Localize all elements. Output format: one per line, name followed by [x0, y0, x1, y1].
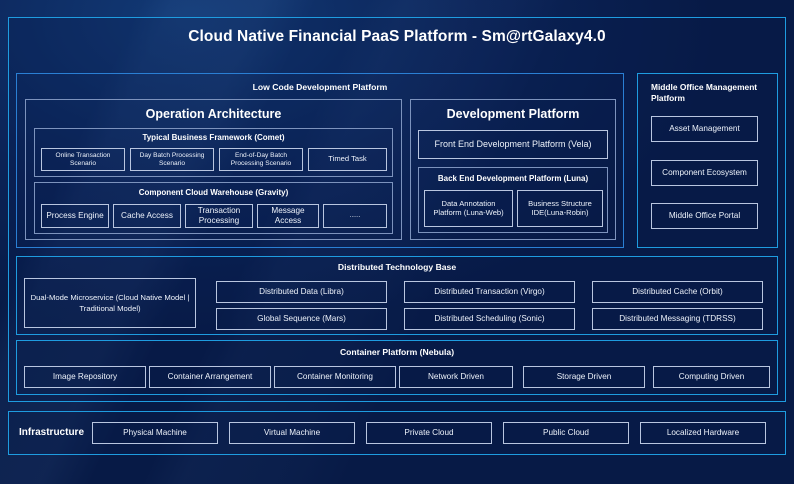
- chip-end-of-day-batch-processing-scenario[interactable]: End-of-Day Batch Processing Scenario: [219, 148, 303, 171]
- chip-public-cloud[interactable]: Public Cloud: [503, 422, 629, 444]
- chip-message-access[interactable]: Message Access: [257, 204, 319, 228]
- chip-online-transaction-scenario[interactable]: Online Transaction Scenario: [41, 148, 125, 171]
- chip-component-ecosystem[interactable]: Component Ecosystem: [651, 160, 758, 186]
- chip-dual-mode-microservice[interactable]: Dual-Mode Microservice (Cloud Native Mod…: [24, 278, 196, 328]
- chip-data-annotation-platform[interactable]: Data Annotation Platform (Luna-Web): [424, 190, 513, 227]
- middle-office-title: Middle Office Management Platform: [651, 82, 758, 104]
- chip-physical-machine[interactable]: Physical Machine: [92, 422, 218, 444]
- chip-computing-driven[interactable]: Computing Driven: [653, 366, 770, 388]
- chip-transaction-processing[interactable]: Transaction Processing: [185, 204, 253, 228]
- chip-container-arrangement[interactable]: Container Arrangement: [149, 366, 271, 388]
- group-typical-business-framework: [34, 128, 393, 177]
- container-platform-title: Container Platform (Nebula): [339, 347, 455, 357]
- chip-container-monitoring[interactable]: Container Monitoring: [274, 366, 396, 388]
- panel-low-code-development-platform: [16, 73, 624, 248]
- main-platform-frame: [8, 17, 786, 402]
- chip-virtual-machine[interactable]: Virtual Machine: [229, 422, 355, 444]
- operation-architecture-title: Operation Architecture: [145, 107, 282, 121]
- chip-network-driven[interactable]: Network Driven: [399, 366, 513, 388]
- panel-container-platform: [16, 340, 778, 395]
- chip-process-engine[interactable]: Process Engine: [41, 204, 109, 228]
- chip-distributed-transaction[interactable]: Distributed Transaction (Virgo): [404, 281, 575, 303]
- infrastructure-label: Infrastructure: [19, 427, 85, 438]
- group-development-platform: [410, 99, 616, 240]
- chip-middle-office-portal[interactable]: Middle Office Portal: [651, 203, 758, 229]
- page-title: Cloud Native Financial PaaS Platform - S…: [188, 28, 606, 45]
- group-operation-architecture: [25, 99, 402, 240]
- typical-business-framework-title: Typical Business Framework (Comet): [142, 133, 285, 142]
- chip-image-repository[interactable]: Image Repository: [24, 366, 146, 388]
- chip-private-cloud[interactable]: Private Cloud: [366, 422, 492, 444]
- low-code-title: Low Code Development Platform: [252, 82, 388, 92]
- panel-infrastructure: [8, 411, 786, 455]
- chip-business-structure-ide[interactable]: Business Structure IDE(Luna-Robin): [517, 190, 603, 227]
- chip-asset-management[interactable]: Asset Management: [651, 116, 758, 142]
- group-component-cloud-warehouse: [34, 182, 393, 234]
- panel-distributed-technology-base: [16, 256, 778, 335]
- chip-day-batch-processing-scenario[interactable]: Day Batch Processing Scenario: [130, 148, 214, 171]
- panel-middle-office-management: [637, 73, 778, 248]
- chip-front-end-development-platform[interactable]: Front End Development Platform (Vela): [418, 130, 608, 159]
- chip-localized-hardware[interactable]: Localized Hardware: [640, 422, 766, 444]
- chip-timed-task[interactable]: Timed Task: [308, 148, 387, 171]
- chip-storage-driven[interactable]: Storage Driven: [523, 366, 645, 388]
- chip-cache-access[interactable]: Cache Access: [113, 204, 181, 228]
- chip-distributed-cache[interactable]: Distributed Cache (Orbit): [592, 281, 763, 303]
- group-back-end-development-platform: [418, 167, 608, 233]
- development-platform-title: Development Platform: [446, 107, 580, 121]
- back-end-development-platform-title: Back End Development Platform (Luna): [437, 174, 589, 183]
- component-cloud-warehouse-title: Component Cloud Warehouse (Gravity): [138, 188, 289, 197]
- chip-distributed-scheduling[interactable]: Distributed Scheduling (Sonic): [404, 308, 575, 330]
- chip-more-components[interactable]: ......: [323, 204, 387, 228]
- chip-global-sequence[interactable]: Global Sequence (Mars): [216, 308, 387, 330]
- chip-distributed-messaging[interactable]: Distributed Messaging (TDRSS): [592, 308, 763, 330]
- distributed-technology-base-title: Distributed Technology Base: [337, 262, 457, 272]
- chip-distributed-data[interactable]: Distributed Data (Libra): [216, 281, 387, 303]
